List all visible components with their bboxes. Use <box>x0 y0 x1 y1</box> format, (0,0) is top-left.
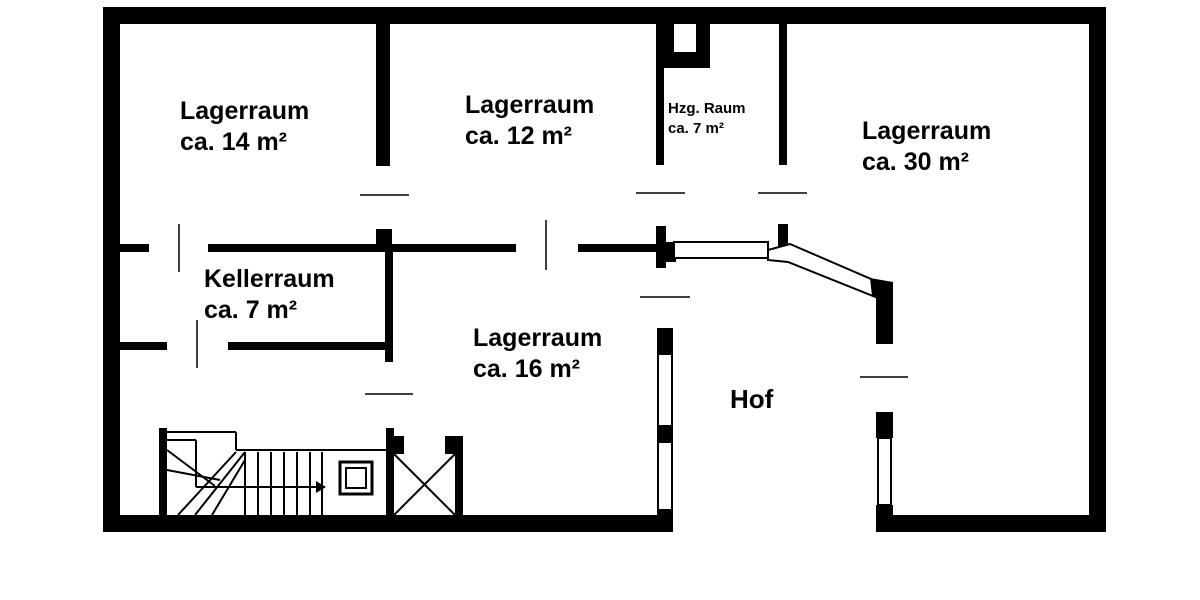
window-diagonal <box>767 242 879 300</box>
room-lager16-name: Lagerraum <box>473 324 603 352</box>
chimney-left <box>664 22 674 68</box>
wall-hof-right-low <box>876 412 893 438</box>
wall-hzg-lager30 <box>779 22 787 165</box>
windows <box>657 241 893 511</box>
window-lager16-lower <box>657 441 673 511</box>
room-hzg-name: Hzg. Raum <box>668 100 746 117</box>
lift-shaft <box>393 453 456 516</box>
room-keller-area: ca. 7 m² <box>204 295 298 324</box>
room-lager30-area: ca. 30 m² <box>862 147 970 176</box>
wall-lager16-right-top <box>657 328 673 354</box>
room-lager14-area: ca. 14 m² <box>180 127 288 156</box>
room-hzg: Hzg. Raum ca. 7 m² <box>668 99 746 140</box>
wall-lager16-right-mid <box>657 426 673 442</box>
room-lager16-area: ca. 16 m² <box>473 354 581 383</box>
window-hof-right <box>877 437 892 506</box>
outer-wall-bottom-right <box>876 515 1106 532</box>
corridor-wall-2 <box>578 244 660 252</box>
wall-hof-right-bottom <box>876 505 893 532</box>
shaft-wall-right <box>455 436 463 518</box>
keller-wall-bottom <box>228 342 393 350</box>
room-lager14-name: Lagerraum <box>180 97 310 125</box>
walls <box>103 7 1106 532</box>
room-keller: Kellerraum ca. 7 m² <box>204 264 335 325</box>
door-openings <box>178 192 908 395</box>
room-lager14: Lagerraum ca. 14 m² <box>180 96 309 157</box>
wall-lager16-right-bottom <box>657 510 673 530</box>
room-lager30: Lagerraum ca. 30 m² <box>862 116 991 177</box>
room-lager12: Lagerraum ca. 12 m² <box>465 90 594 151</box>
window-lager16-upper <box>657 353 673 427</box>
area-hof-name: Hof <box>730 384 774 414</box>
outer-wall-bottom-left <box>103 515 673 532</box>
outer-wall-right <box>1089 7 1106 532</box>
wall-lager12-hzg <box>656 22 664 165</box>
window-corridor <box>673 241 769 259</box>
window-diagonal-end <box>870 278 893 298</box>
wall-junction-right <box>656 226 666 268</box>
keller-wall-right <box>385 245 393 362</box>
stair-wall-left <box>159 428 167 518</box>
chimney-bottom <box>664 52 710 68</box>
keller-wall-bottom-left <box>117 342 167 350</box>
outer-wall-left <box>103 7 120 532</box>
room-keller-name: Kellerraum <box>204 265 335 293</box>
corridor-wall-left-stub <box>117 244 149 252</box>
room-lager16: Lagerraum ca. 16 m² <box>473 323 602 384</box>
area-hof: Hof <box>730 384 773 416</box>
staircase <box>166 431 386 516</box>
stair-wall-mid <box>386 428 394 518</box>
wall-lager14-lager12 <box>376 22 390 166</box>
room-lager12-name: Lagerraum <box>465 91 595 119</box>
room-lager12-area: ca. 12 m² <box>465 121 573 150</box>
room-lager30-name: Lagerraum <box>862 117 992 145</box>
outer-wall-top <box>103 7 1106 24</box>
room-hzg-area: ca. 7 m² <box>668 120 724 138</box>
wall-junction-30 <box>778 224 788 246</box>
corridor-wall-1 <box>208 244 516 252</box>
wall-junction-block <box>376 229 392 245</box>
shaft-wall-top-left <box>386 436 404 454</box>
